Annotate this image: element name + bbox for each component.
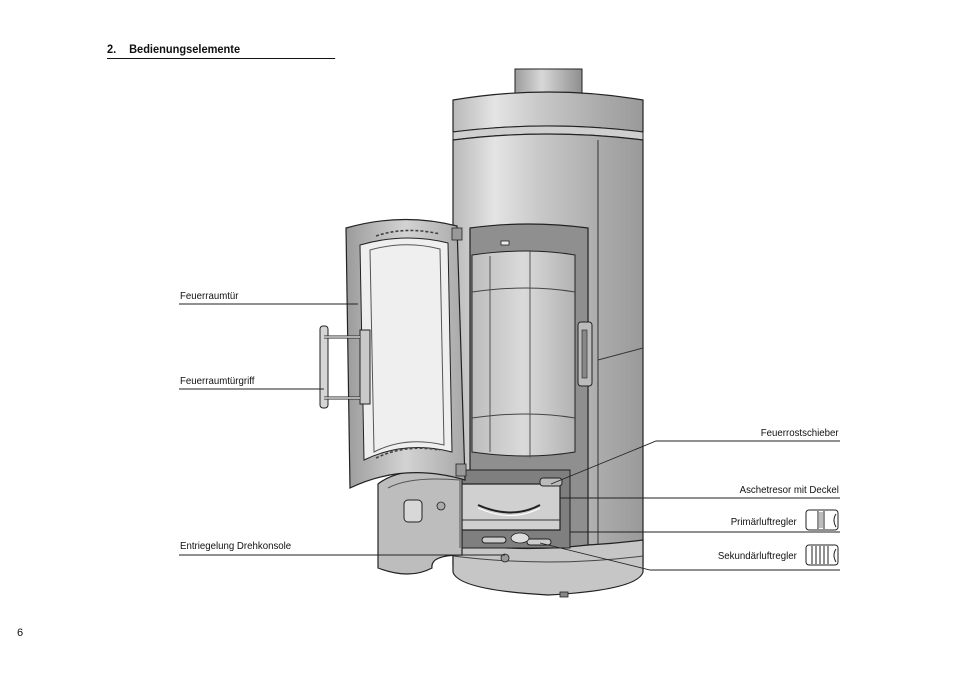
leader-feuerrostschieber xyxy=(550,440,840,485)
door-handle-icon xyxy=(319,325,360,409)
ash-tray-drawer xyxy=(457,483,561,531)
secondary-air-regulator-icon xyxy=(805,544,839,566)
label-feuerrostschieber: Feuerrostschieber xyxy=(761,427,839,439)
label-entriegelung-drehkonsole: Entriegelung Drehkonsole xyxy=(180,540,292,552)
label-primaerluftregler: Primärluftregler xyxy=(730,516,797,528)
leader-sekundaerluftregler xyxy=(539,542,840,571)
section-number: 2. xyxy=(107,42,117,56)
page-number: 6 xyxy=(17,627,24,639)
primary-air-regulator-icon xyxy=(805,509,839,531)
label-feuerraumtuer: Feuerraumtür xyxy=(180,290,239,302)
label-sekundaerluftregler: Sekundärluftregler xyxy=(718,550,797,562)
label-aschetresor: Aschetresor mit Deckel xyxy=(739,484,839,496)
section-heading: 2. Bedienungselemente xyxy=(107,41,336,59)
label-feuerraumtuergriff: Feuerraumtürgriff xyxy=(180,375,255,387)
section-title: Bedienungselemente xyxy=(129,42,241,56)
